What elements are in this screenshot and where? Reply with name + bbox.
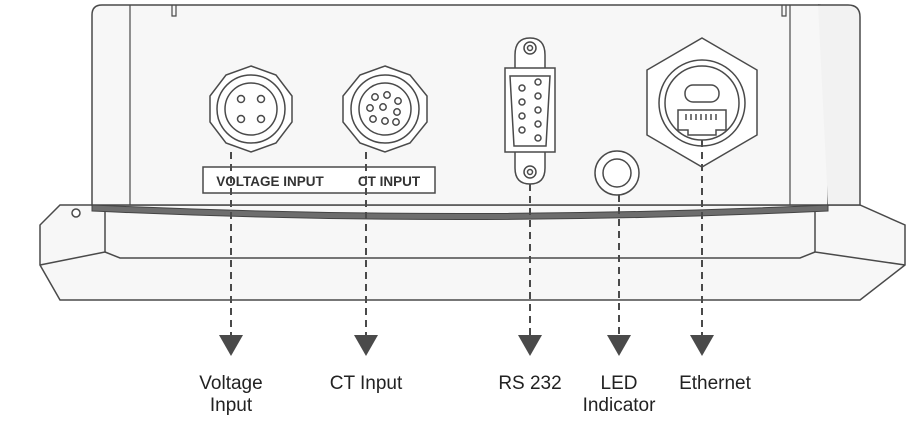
voltage-panel-label: VOLTAGE INPUT: [216, 174, 324, 189]
callout-rs232: RS 232: [498, 373, 562, 394]
circular-9-pin-connector-icon: [342, 65, 428, 153]
led-indicator-icon: [594, 150, 640, 196]
callout-voltage-input: Voltage Input: [199, 373, 263, 416]
ethernet-arrow-icon: [690, 335, 714, 356]
ct-arrow-icon: [354, 335, 378, 356]
callout-led-indicator: LED Indicator: [582, 373, 656, 416]
callout-ethernet: Ethernet: [679, 373, 751, 394]
callout-ct-input: CT Input: [329, 373, 403, 394]
leader-lines: [230, 140, 703, 335]
ct-panel-label: CT INPUT: [358, 174, 421, 189]
voltage-arrow-icon: [219, 335, 243, 356]
led-arrow-icon: [607, 335, 631, 356]
circular-4-pin-connector-icon: [209, 65, 293, 153]
db9-serial-port-icon: [504, 37, 556, 185]
connector-label-strip: VOLTAGE INPUT CT INPUT: [202, 166, 436, 194]
rs232-arrow-icon: [518, 335, 542, 356]
device-body: [91, 4, 861, 220]
rj45-ethernet-port-icon: [646, 37, 758, 168]
mounting-hole-icon: [71, 208, 81, 218]
base-flange: [39, 204, 906, 301]
arrowheads: [219, 335, 714, 356]
